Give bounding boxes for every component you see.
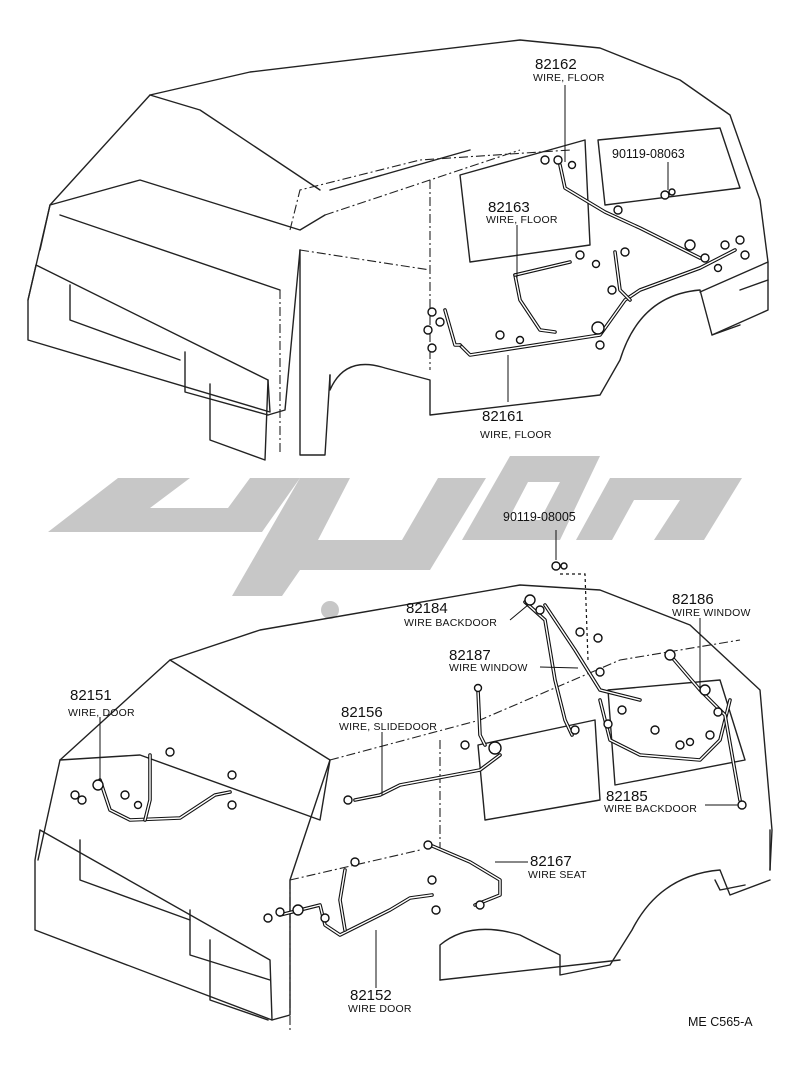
top-connectors — [423, 155, 750, 353]
label-82152-number: 82152 — [350, 987, 392, 1004]
figure-code: ME C565-A — [688, 1015, 753, 1029]
label-82185-name: WIRE BACKDOOR — [604, 803, 697, 815]
label-90119-08063: 90119-08063 — [612, 147, 685, 161]
label-82152-name: WIRE DOOR — [348, 1003, 412, 1015]
bottom-connectors — [70, 561, 747, 923]
label-82163-name: WIRE, FLOOR — [486, 214, 558, 226]
label-82187-name: WIRE WINDOW — [449, 662, 528, 674]
label-82167-number: 82167 — [530, 853, 572, 870]
label-90119-08005: 90119-08005 — [503, 510, 576, 524]
label-82184-name: WIRE BACKDOOR — [404, 617, 497, 629]
watermark-logo — [48, 456, 742, 619]
label-82162-name: WIRE, FLOOR — [533, 72, 605, 84]
label-82163-number: 82163 — [488, 199, 530, 216]
bottom-leader-lines — [99, 530, 738, 988]
top-van-outline — [27, 39, 769, 461]
label-82186-number: 82186 — [672, 591, 714, 608]
label-82186-name: WIRE WINDOW — [672, 607, 751, 619]
label-82187-number: 82187 — [449, 647, 491, 664]
bottom-harness-wires — [98, 600, 742, 937]
label-82156-name: WIRE, SLIDEDOOR — [339, 721, 437, 733]
bottom-van-outline — [34, 584, 773, 1030]
top-leader-lines — [507, 85, 669, 402]
label-82184-number: 82184 — [406, 600, 448, 617]
label-82167-name: WIRE SEAT — [528, 869, 587, 881]
label-82161-name: WIRE, FLOOR — [480, 429, 552, 441]
label-82161-number: 82161 — [482, 408, 524, 425]
label-82156-number: 82156 — [341, 704, 383, 721]
label-82185-number: 82185 — [606, 788, 648, 805]
top-harness-wires — [443, 163, 737, 357]
label-82162-number: 82162 — [535, 56, 577, 73]
label-82151-name: WIRE, DOOR — [68, 707, 135, 719]
label-82151-number: 82151 — [70, 687, 112, 704]
